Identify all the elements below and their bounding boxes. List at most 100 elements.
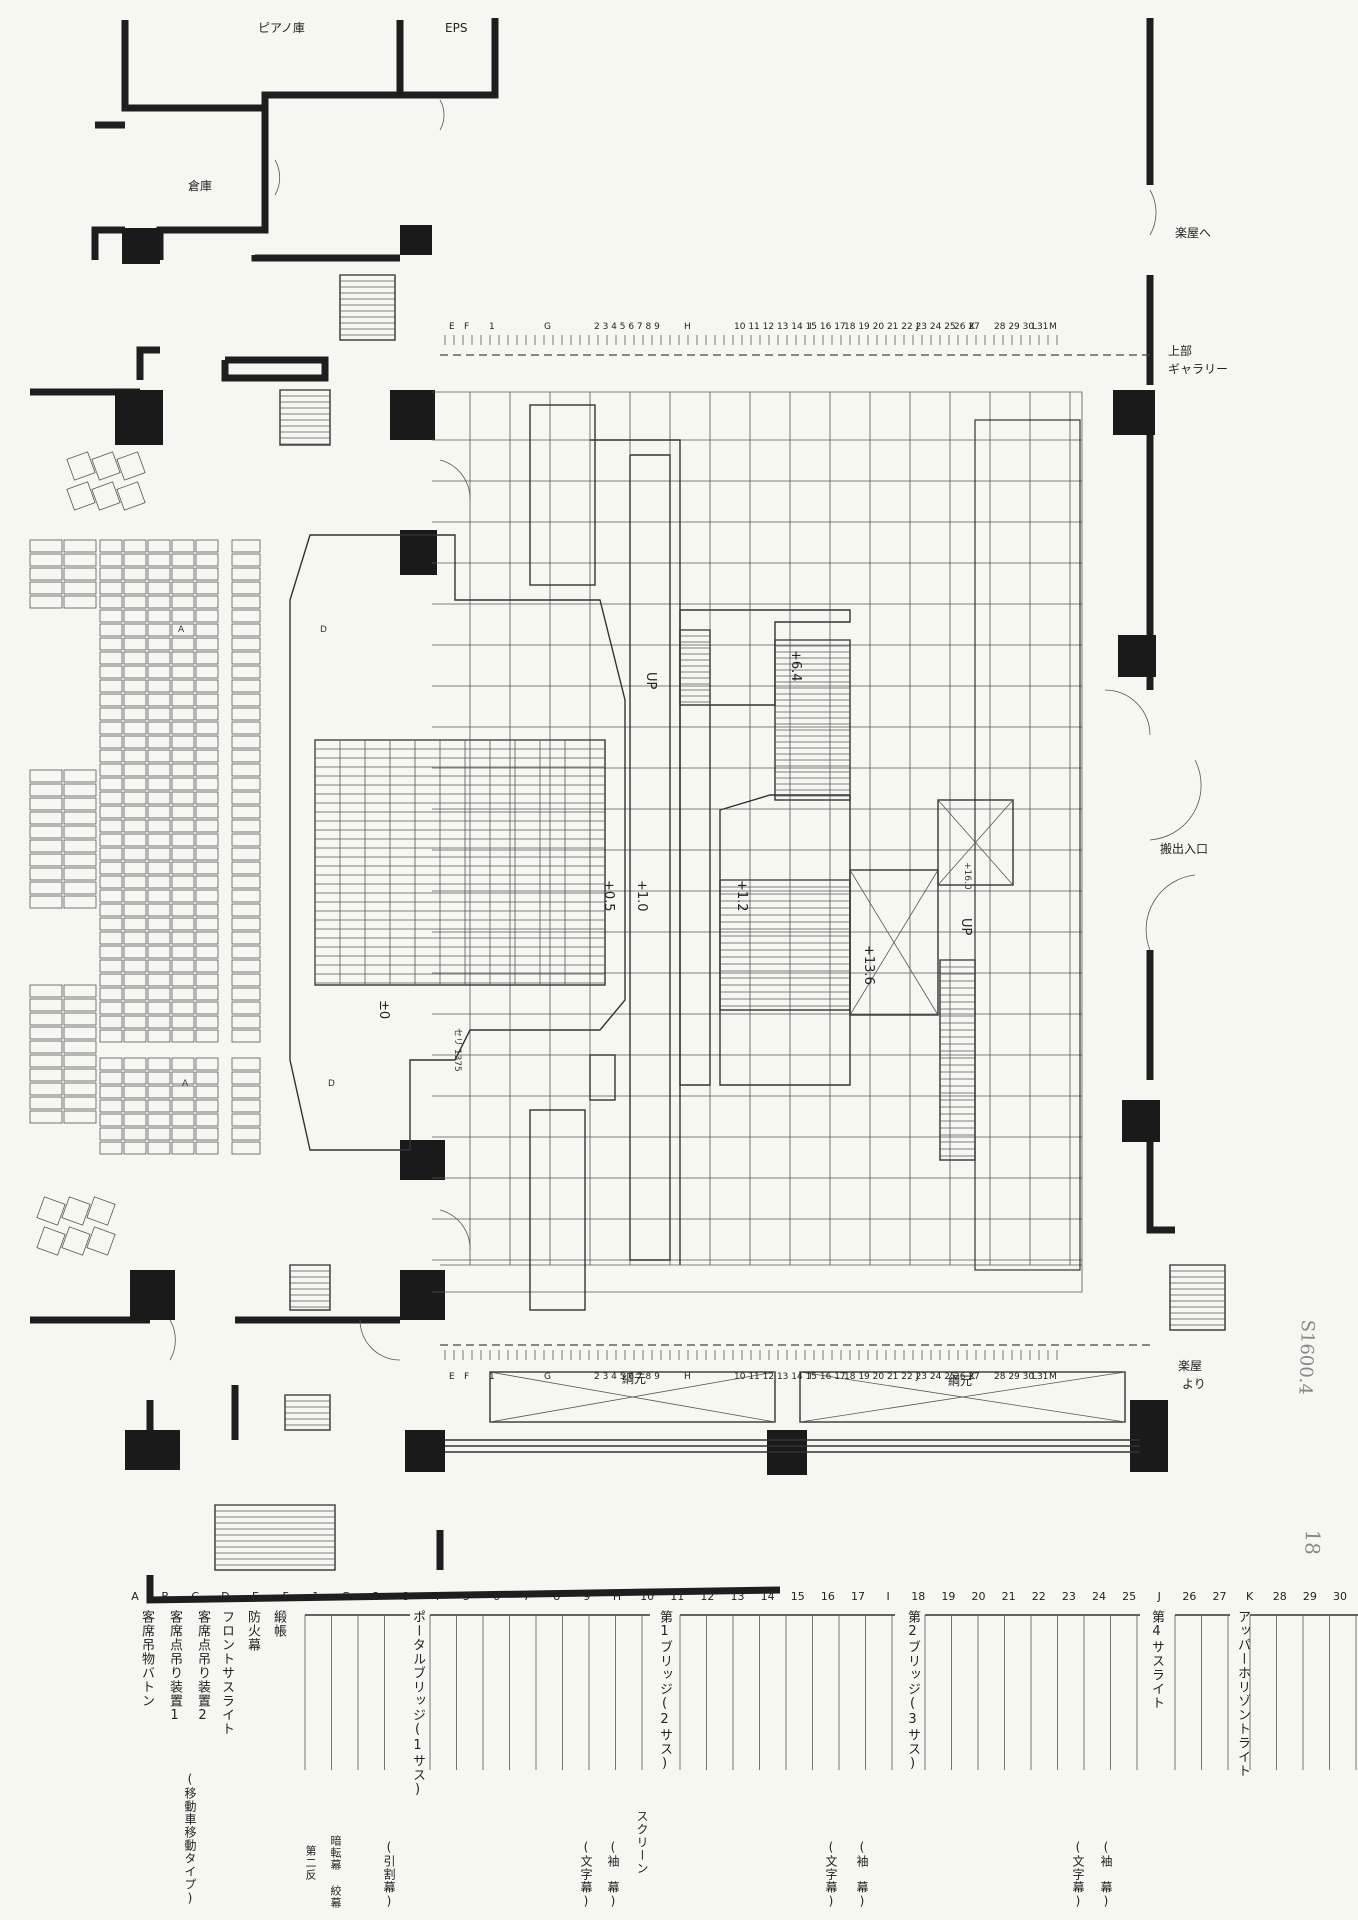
seat	[123, 805, 147, 819]
door-swings	[169, 99, 1202, 1361]
seat	[171, 987, 195, 1001]
seat	[147, 651, 171, 665]
seat	[99, 1001, 123, 1015]
seat	[171, 609, 195, 623]
seat	[123, 665, 147, 679]
seat	[123, 623, 147, 637]
seat	[99, 693, 123, 707]
batten-tick-label: 1	[489, 1372, 495, 1382]
seat	[99, 1127, 123, 1141]
seat	[123, 1085, 147, 1099]
seat	[171, 567, 195, 581]
seat	[63, 1026, 97, 1040]
seat	[147, 749, 171, 763]
seat	[99, 1141, 123, 1155]
seat	[171, 735, 195, 749]
legend-text-curtain-1: (文字幕)	[579, 1840, 593, 1909]
columns	[115, 225, 1168, 1475]
line-letter: 22	[1031, 1590, 1046, 1603]
seat	[29, 998, 63, 1012]
seat	[231, 567, 261, 581]
seat	[29, 984, 63, 998]
legend-wing-curtain-1: (袖 幕)	[606, 1840, 620, 1909]
seat	[63, 539, 97, 553]
seat	[147, 1127, 171, 1141]
seat	[99, 791, 123, 805]
batten-tick-label: I	[809, 322, 812, 332]
seat	[99, 623, 123, 637]
seat	[63, 783, 97, 797]
seat	[99, 805, 123, 819]
legend-c: 客席点吊り装置2	[195, 1610, 210, 1724]
seat	[29, 1026, 63, 1040]
seat	[147, 567, 171, 581]
seat	[147, 623, 171, 637]
seat	[29, 1068, 63, 1082]
line-letter: 1	[312, 1590, 320, 1603]
line-letter: 15	[790, 1590, 805, 1603]
seat	[195, 1001, 219, 1015]
seat	[231, 1057, 261, 1071]
seat	[195, 987, 219, 1001]
seat	[63, 797, 97, 811]
seat	[195, 903, 219, 917]
seat	[147, 805, 171, 819]
seat	[231, 595, 261, 609]
batten-tick-label: K	[969, 322, 975, 332]
seat	[171, 763, 195, 777]
batten-tick-label: F	[464, 1372, 470, 1382]
seat	[29, 1012, 63, 1026]
seat	[99, 707, 123, 721]
seat	[195, 1071, 219, 1085]
seat	[123, 917, 147, 931]
seat	[195, 721, 219, 735]
seat	[171, 861, 195, 875]
seat	[147, 917, 171, 931]
seat	[195, 595, 219, 609]
seat	[99, 581, 123, 595]
seat	[123, 1127, 147, 1141]
seat	[99, 1029, 123, 1043]
line-letter: 14	[760, 1590, 775, 1603]
seat	[231, 917, 261, 931]
seat	[29, 553, 63, 567]
seat	[231, 735, 261, 749]
line-letter: 10	[640, 1590, 655, 1603]
seat	[99, 973, 123, 987]
seat	[171, 959, 195, 973]
seat	[231, 707, 261, 721]
seat	[195, 609, 219, 623]
seat	[63, 895, 97, 909]
box-seat	[91, 451, 121, 481]
seat	[231, 1029, 261, 1043]
handwritten-corner-note: 18	[1300, 1529, 1325, 1556]
line-letter: 11	[670, 1590, 685, 1603]
seat	[231, 1071, 261, 1085]
seat	[63, 553, 97, 567]
seat	[99, 777, 123, 791]
seat	[171, 1015, 195, 1029]
legend-screen: スクリーン	[635, 1810, 649, 1875]
seat	[231, 903, 261, 917]
upstage-bay	[974, 419, 1081, 1271]
seat	[147, 581, 171, 595]
seat-mark-a-top: A	[178, 625, 185, 635]
legend-b1: 客席点吊り装置1	[167, 1610, 182, 1724]
line-letter: 30	[1333, 1590, 1347, 1603]
seat	[63, 1040, 97, 1054]
seat	[123, 721, 147, 735]
legend-g-bottom: (引割幕)	[382, 1840, 396, 1909]
seat	[171, 833, 195, 847]
seat	[123, 987, 147, 1001]
seat	[123, 609, 147, 623]
seat	[195, 805, 219, 819]
seat	[29, 769, 63, 783]
seat	[123, 1141, 147, 1155]
seat	[63, 984, 97, 998]
seat	[147, 973, 171, 987]
seat	[231, 959, 261, 973]
box-seat	[91, 481, 121, 511]
seat	[231, 679, 261, 693]
seat	[147, 707, 171, 721]
